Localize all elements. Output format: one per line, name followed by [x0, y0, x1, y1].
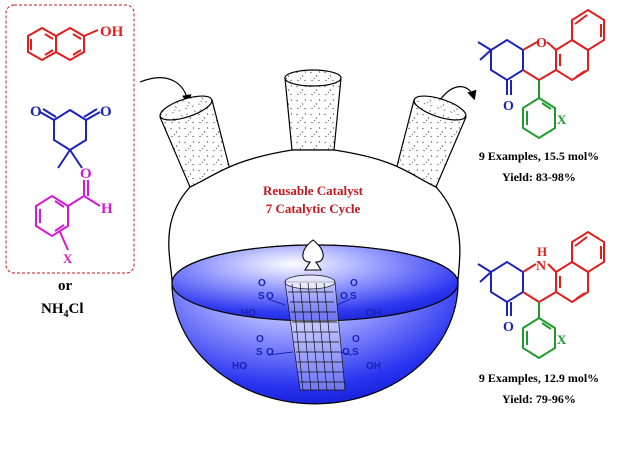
product-bottom-structure [477, 230, 605, 360]
catalyst-line1: Reusable Catalyst [263, 183, 364, 198]
arrow-out [439, 86, 477, 101]
svg-text:O: O [266, 291, 274, 302]
product-bottom-ketone-o: O [503, 320, 514, 335]
benzaldehyde-x-label: X [63, 251, 73, 266]
product-top-ring-o: O [536, 36, 547, 51]
svg-text:HO: HO [241, 308, 256, 319]
product-top-x: X [557, 112, 567, 127]
or-label: or [58, 278, 73, 294]
svg-text:S: S [258, 291, 265, 302]
product-top-examples: 9 Examples, 15.5 mol% [479, 149, 599, 163]
benzaldehyde-h-label: H [101, 201, 113, 217]
so3h-lower-right: S O O OH [339, 334, 381, 372]
svg-text:O: O [258, 278, 266, 289]
carbon-nanotube [284, 274, 346, 391]
so3h-upper-left: S O O HO [241, 278, 286, 319]
svg-text:S: S [256, 347, 263, 358]
svg-text:S: S [352, 347, 359, 358]
naphthol-structure [27, 26, 99, 62]
naphthol-oh-label: OH [100, 24, 124, 40]
product-top-yield: Yield: 83-98% [502, 170, 576, 184]
product-top-structure [477, 8, 605, 140]
svg-text:O: O [350, 278, 358, 289]
svg-text:O: O [256, 334, 264, 345]
dimedone-structure [39, 108, 101, 169]
product-bottom-n: N [536, 259, 546, 274]
dimedone-o-left: O [30, 104, 42, 120]
svg-text:O: O [352, 334, 360, 345]
ammonium-chloride-label: NH4Cl [41, 301, 84, 320]
flask-center-neck [284, 69, 342, 151]
product-bottom-yield: Yield: 79-96% [502, 392, 576, 406]
svg-text:HO: HO [232, 361, 247, 372]
product-top-ketone-o: O [503, 99, 514, 114]
flask-right-neck [395, 95, 467, 188]
dimedone-o-right: O [100, 104, 112, 120]
svg-text:O: O [266, 347, 274, 358]
product-bottom-x: X [557, 332, 567, 347]
reagent-box [5, 4, 135, 274]
svg-text:OH: OH [366, 361, 381, 372]
arrow-in [139, 77, 192, 105]
sulfonic-groups: S O O HO S O O OH S O O HO S O O OH [232, 278, 381, 372]
recycle-spade-icon [302, 239, 324, 271]
flask-left-neck [159, 95, 231, 188]
product-bottom-nh-h: H [537, 244, 547, 259]
catalyst-line2: 7 Catalytic Cycle [266, 201, 361, 216]
benzaldehyde-structure [35, 180, 101, 251]
svg-text:O: O [342, 347, 350, 358]
svg-text:O: O [340, 291, 348, 302]
benzaldehyde-o-label: O [80, 166, 92, 182]
product-bottom-examples: 9 Examples, 12.9 mol% [479, 371, 599, 385]
so3h-upper-right: S O O OH [336, 278, 381, 319]
so3h-lower-left: S O O HO [232, 334, 294, 372]
svg-text:OH: OH [366, 308, 381, 319]
svg-text:S: S [350, 291, 357, 302]
